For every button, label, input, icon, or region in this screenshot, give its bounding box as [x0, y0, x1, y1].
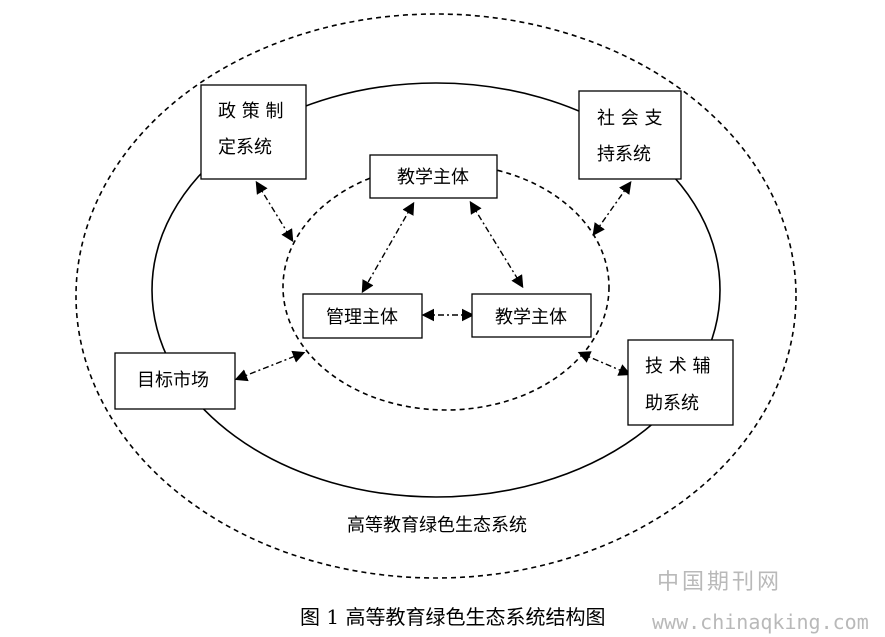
watermark-url: www.chinaqking.com — [652, 610, 869, 634]
management-subject-box — [302, 293, 423, 339]
arrow-policy-inner — [255, 180, 294, 243]
tech-assist-box — [627, 339, 734, 426]
arrow-teaching-teaching — [469, 200, 524, 289]
society-line-1: 社 会 支 — [597, 108, 662, 129]
teaching-subject-top-box — [369, 154, 498, 199]
arrow-teaching-management — [361, 201, 415, 294]
teaching-subject-right-box — [471, 293, 592, 338]
market-label: 目标市场 — [137, 370, 209, 391]
management-label: 管理主体 — [326, 307, 398, 328]
arrow-society-inner — [592, 180, 632, 237]
arrow-tech-inner — [577, 351, 632, 376]
outer-dashed-ellipse — [75, 13, 797, 579]
middle-solid-ellipse — [151, 82, 721, 498]
society-support-box — [578, 90, 682, 180]
target-market-box — [114, 352, 236, 410]
watermark-site-name: 中国期刊网 — [657, 570, 783, 595]
inner-dashed-ellipse — [282, 163, 610, 411]
policy-system-box — [200, 84, 307, 180]
figure-caption: 图 1 高等教育绿色生态系统结构图 — [300, 605, 606, 629]
outer-ecosystem-label: 高等教育绿色生态系统 — [347, 515, 527, 536]
teaching-right-label: 教学主体 — [495, 307, 567, 328]
teaching-top-label: 教学主体 — [397, 167, 469, 188]
society-line-2: 持系统 — [597, 144, 651, 165]
arrow-market-inner — [234, 350, 306, 382]
policy-line-2: 定系统 — [218, 137, 272, 158]
tech-line-1: 技 术 辅 — [645, 356, 710, 377]
tech-line-2: 助系统 — [645, 393, 699, 414]
policy-line-1: 政 策 制 — [218, 101, 283, 122]
